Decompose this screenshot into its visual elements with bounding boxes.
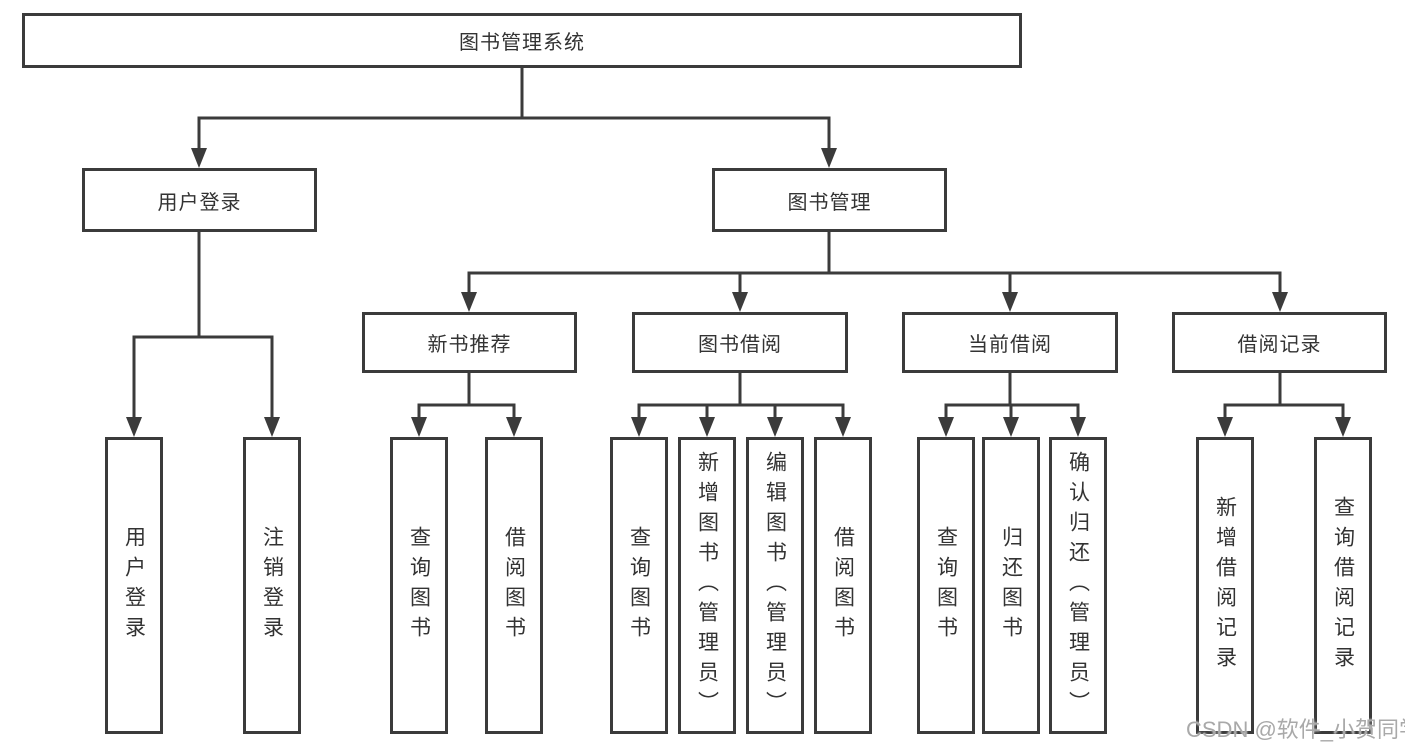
connector-user-login-to-leaves: [132, 230, 274, 421]
node-label: 借阅记录: [1237, 334, 1322, 356]
connector-current-borrowing-to-leaves: [944, 371, 1080, 421]
connector-book-management-to-level3: [467, 230, 1282, 296]
node-label: 注销登录: [260, 525, 284, 646]
watermark-text: CSDN @软件_小贺同学: [1186, 717, 1405, 742]
node-label: 当前借阅: [968, 334, 1052, 356]
leaf-borrowing-edit-books-admin: 编辑图书（管理员）: [746, 437, 804, 734]
leaf-current-return-books: 归还图书: [982, 437, 1040, 734]
leaf-records-query-borrow-record: 查询借阅记录: [1314, 437, 1372, 734]
connector-new-book-recommendation-to-leaves: [417, 371, 516, 421]
node-root: 图书管理系统: [22, 13, 1022, 68]
leaf-recommend-borrow-books: 借阅图书: [485, 437, 543, 734]
node-label: 查询图书: [627, 525, 651, 646]
connector-borrowing-records-to-leaves: [1223, 371, 1345, 421]
node-label: 新增图书（管理员）: [695, 450, 719, 721]
node-label: 用户登录: [122, 525, 146, 646]
node-label: 借阅图书: [831, 525, 855, 646]
leaf-user-login: 用户登录: [105, 437, 163, 734]
leaf-current-query-books: 查询图书: [917, 437, 975, 734]
node-label: 图书管理: [787, 191, 872, 214]
connector-book-borrowing-to-leaves: [637, 371, 845, 421]
node-book-borrowing: 图书借阅: [632, 312, 848, 373]
node-label: 借阅图书: [502, 525, 526, 646]
node-borrowing-records: 借阅记录: [1172, 312, 1387, 373]
node-label: 编辑图书（管理员）: [763, 450, 787, 721]
node-book-management: 图书管理: [712, 168, 947, 232]
node-label: 查询图书: [934, 525, 958, 646]
connector-root-to-level2: [197, 66, 831, 152]
node-label: 图书借阅: [698, 334, 782, 356]
leaf-recommend-query-books: 查询图书: [390, 437, 448, 734]
node-label: 归还图书: [999, 525, 1023, 646]
leaf-borrowing-add-books-admin: 新增图书（管理员）: [678, 437, 736, 734]
node-user-login: 用户登录: [82, 168, 317, 232]
node-new-book-recommendation: 新书推荐: [362, 312, 577, 373]
node-label: 新书推荐: [427, 334, 512, 356]
node-current-borrowing: 当前借阅: [902, 312, 1118, 373]
node-label: 用户登录: [157, 191, 242, 214]
node-label: 图书管理系统: [459, 32, 585, 54]
leaf-borrowing-borrow-books: 借阅图书: [814, 437, 872, 734]
node-label: 新增借阅记录: [1213, 495, 1237, 676]
node-label: 确认归还（管理员）: [1066, 450, 1090, 721]
leaf-current-confirm-return-admin: 确认归还（管理员）: [1049, 437, 1107, 734]
leaf-borrowing-query-books: 查询图书: [610, 437, 668, 734]
leaf-records-add-borrow-record: 新增借阅记录: [1196, 437, 1254, 734]
leaf-logout-login: 注销登录: [243, 437, 301, 734]
node-label: 查询借阅记录: [1331, 495, 1355, 676]
node-label: 查询图书: [407, 525, 431, 646]
